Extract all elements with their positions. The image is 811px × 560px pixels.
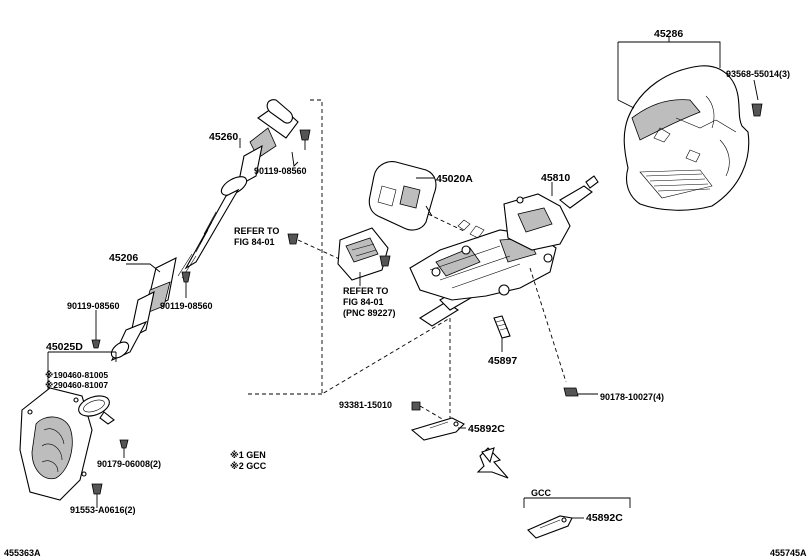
bolt-refer-1 <box>287 233 299 245</box>
label-45206: 45206 <box>109 252 138 264</box>
bolt-91553 <box>91 483 103 508</box>
dashed-93381 <box>419 405 445 421</box>
label-45810: 45810 <box>541 172 570 184</box>
bracket-45892C-b <box>527 515 573 539</box>
leader-45286-b <box>617 36 670 109</box>
legend-gcc: ※2 GCC <box>230 461 267 471</box>
label-93568-55014: 93568-55014(3) <box>726 69 790 79</box>
dashed-45020A <box>427 213 467 233</box>
dashed-frame-right <box>310 99 451 395</box>
boot-cover-45025D <box>19 387 93 501</box>
label-45286: 45286 <box>654 28 683 40</box>
label-45260: 45260 <box>209 131 238 143</box>
clamp-ring <box>78 395 115 425</box>
legend-gen: ※1 GEN <box>230 450 266 460</box>
leader-90119-a <box>291 151 299 167</box>
label-note-2: ※290460-81007 <box>45 380 108 390</box>
label-refer-2-line1: REFER TO <box>343 286 388 296</box>
gcc-bracket-frame <box>523 497 631 508</box>
direction-arrow <box>476 447 509 479</box>
screw-93568 <box>751 79 763 117</box>
nut-90178 <box>563 387 579 397</box>
label-note-1: ※190460-81005 <box>45 370 108 380</box>
bolt-90119-c <box>181 271 191 298</box>
label-93381-15010: 93381-15010 <box>339 400 392 410</box>
label-91553-A0616: 91553-A0616(2) <box>70 505 136 515</box>
steering-column-45810 <box>409 175 599 327</box>
label-refer-2-line2: FIG 84-01 <box>343 297 384 307</box>
dashed-nut <box>529 267 567 383</box>
leader-45206 <box>126 263 161 273</box>
label-refer-1-line2: FIG 84-01 <box>234 237 275 247</box>
label-45897: 45897 <box>488 355 517 367</box>
leader-45025D <box>47 351 117 372</box>
label-90178-10027: 90178-10027(4) <box>600 392 664 402</box>
label-90179-06008: 90179-06008(2) <box>97 459 161 469</box>
label-refer-1-line1: REFER TO <box>234 226 279 236</box>
lock-housing-45020A <box>368 161 437 231</box>
bolt-90179 <box>119 439 129 458</box>
bracket-45892C-a <box>410 417 465 441</box>
label-refer-2-line3: (PNC 89227) <box>343 308 396 318</box>
label-90119-08560-c: 90119-08560 <box>160 301 213 311</box>
code-right: 455745A <box>770 548 807 558</box>
label-90119-08560-a: 90119-08560 <box>254 166 307 176</box>
code-left: 455363A <box>4 548 41 558</box>
column-cover-45286 <box>623 65 750 211</box>
label-90119-08560-b: 90119-08560 <box>67 301 120 311</box>
universal-joint-45206 <box>110 257 177 362</box>
label-gcc: GCC <box>531 488 552 498</box>
label-45892C-b: 45892C <box>586 512 623 524</box>
switch-bracket <box>337 227 391 281</box>
bolt-90119-a <box>299 129 311 150</box>
label-45020A: 45020A <box>436 173 473 185</box>
bolt-45897 <box>493 315 511 339</box>
steering-shaft-45260 <box>177 99 299 279</box>
bolt-90119-b <box>91 310 101 349</box>
leader-45286 <box>617 41 721 100</box>
label-45025D: 45025D <box>46 341 83 353</box>
bolt-93381 <box>411 401 421 411</box>
label-45892C-a: 45892C <box>468 423 505 435</box>
